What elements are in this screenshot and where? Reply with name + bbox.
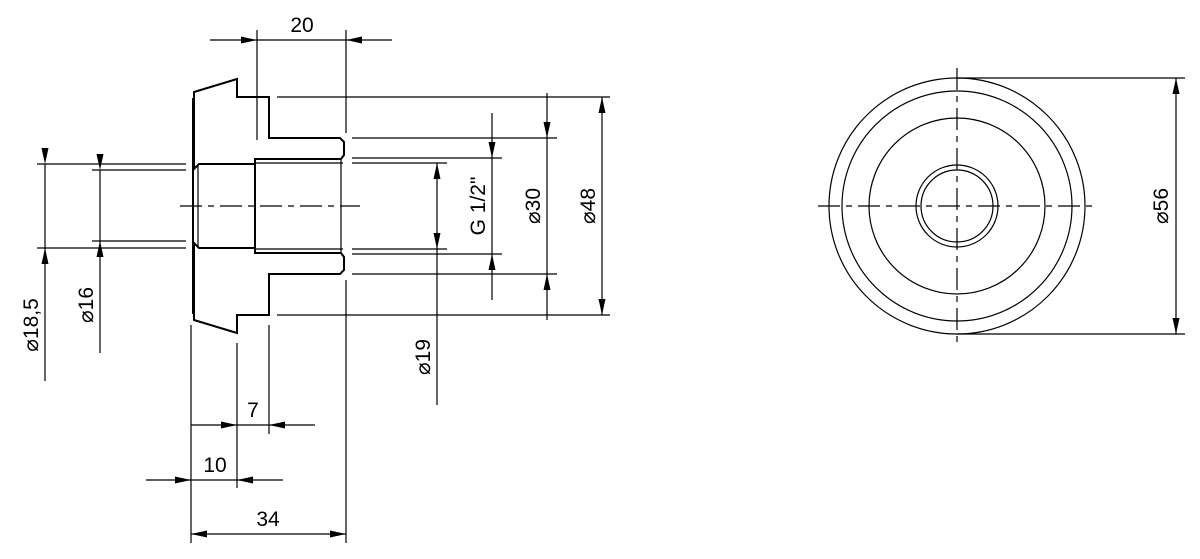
arrowhead	[237, 476, 253, 484]
arrowhead	[96, 241, 104, 257]
dim-text-thread: G 1/2"	[467, 177, 490, 236]
arrowhead	[41, 148, 49, 164]
arrowhead	[269, 421, 285, 429]
extension-lines	[37, 30, 610, 543]
section-upper-half	[193, 77, 345, 172]
arrowhead	[175, 476, 191, 484]
arrowhead	[346, 36, 362, 44]
arrowhead	[488, 254, 496, 270]
arrowhead	[543, 122, 551, 138]
dim-text-19: ⌀19	[412, 339, 435, 375]
arrowhead	[433, 233, 441, 249]
arrowhead	[330, 530, 346, 538]
dimension-lines	[44, 39, 603, 535]
dim-text-18-5: ⌀18,5	[20, 298, 43, 352]
dim-text-7: 7	[247, 399, 259, 422]
arrowhead	[598, 97, 606, 113]
end-view: ⌀56	[818, 68, 1185, 345]
arrowhead	[543, 274, 551, 290]
arrowhead	[191, 530, 207, 538]
dim-text-56: ⌀56	[1150, 188, 1173, 224]
dimension-arrows	[41, 36, 1180, 538]
arrowhead	[241, 36, 257, 44]
dim-text-10: 10	[203, 454, 226, 477]
dim-text-20: 20	[290, 14, 313, 37]
arrowhead	[1172, 318, 1180, 334]
arrowhead	[96, 154, 104, 170]
section-lower-half	[193, 240, 345, 335]
dim-text-48: ⌀48	[577, 188, 600, 224]
dim-text-34: 34	[256, 508, 280, 531]
dim-text-30: ⌀30	[522, 188, 545, 224]
arrowhead	[488, 142, 496, 158]
arrowhead	[598, 299, 606, 315]
section-view: 20 ⌀18,5 ⌀16 ⌀19 G 1/2" ⌀30 ⌀48 7 10 34	[20, 14, 610, 543]
arrowhead	[41, 248, 49, 264]
dim-text-16: ⌀16	[75, 287, 98, 323]
arrowhead	[433, 163, 441, 179]
arrowhead	[221, 421, 237, 429]
arrowhead	[1172, 78, 1180, 94]
